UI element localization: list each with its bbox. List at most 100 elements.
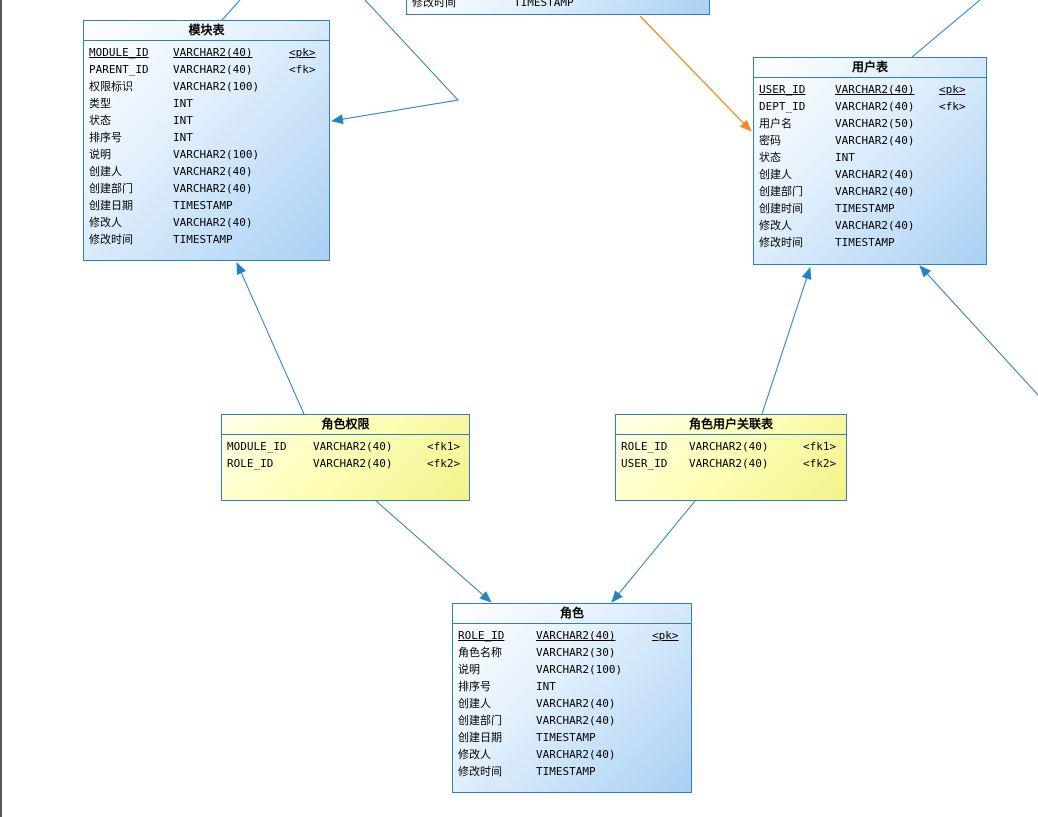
column-type: VARCHAR2(30) bbox=[536, 646, 616, 659]
column-type: TIMESTAMP bbox=[536, 731, 596, 744]
left-border bbox=[0, 0, 2, 817]
column-type: VARCHAR2(40) bbox=[313, 457, 393, 470]
column-type: VARCHAR2(40) bbox=[173, 182, 253, 195]
column-name: 用户名 bbox=[759, 117, 792, 130]
column-type: VARCHAR2(40) bbox=[536, 629, 616, 642]
column-type: VARCHAR2(100) bbox=[173, 80, 260, 93]
roleuser-role-line bbox=[611, 500, 696, 603]
column-type: INT bbox=[173, 114, 193, 127]
column-type: VARCHAR2(40) bbox=[835, 134, 915, 147]
column-name: 修改人 bbox=[458, 748, 491, 761]
roleuser-user-line bbox=[761, 267, 812, 415]
column-name: 说明 bbox=[89, 148, 111, 161]
table-row: 权限标识 VARCHAR2(100) bbox=[89, 78, 329, 95]
column-type: TIMESTAMP bbox=[514, 0, 574, 9]
column-type: TIMESTAMP bbox=[835, 202, 895, 215]
column-name: 创建日期 bbox=[458, 731, 502, 744]
column-name: DEPT_ID bbox=[759, 100, 806, 113]
table-row: 创建日期 TIMESTAMP bbox=[89, 197, 329, 214]
column-type: INT bbox=[173, 131, 193, 144]
table-row: 用户名 VARCHAR2(50) bbox=[759, 115, 986, 132]
module-self-reference-line bbox=[221, 0, 241, 21]
table-row: 修改时间 TIMESTAMP bbox=[412, 0, 709, 11]
column-key: <fk1> bbox=[427, 440, 461, 453]
column-name: 角色名称 bbox=[458, 646, 502, 659]
column-type: VARCHAR2(40) bbox=[536, 748, 616, 761]
table-title: 模块表 bbox=[84, 21, 329, 41]
column-key: <fk2> bbox=[427, 457, 461, 470]
table-title: 角色权限 bbox=[222, 415, 469, 435]
column-type: TIMESTAMP bbox=[173, 199, 233, 212]
column-type: VARCHAR2(40) bbox=[689, 457, 769, 470]
column-name: 创建日期 bbox=[89, 199, 133, 212]
column-type: VARCHAR2(40) bbox=[313, 440, 393, 453]
column-name: 状态 bbox=[89, 114, 111, 127]
roleperm-role-line bbox=[375, 500, 492, 603]
table-title: 用户表 bbox=[754, 58, 986, 78]
column-name: 状态 bbox=[759, 151, 781, 164]
column-name: 修改人 bbox=[759, 219, 792, 232]
column-name: ROLE_ID bbox=[621, 440, 668, 453]
column-name: 类型 bbox=[89, 97, 111, 110]
column-key: <fk> bbox=[289, 63, 316, 76]
column-type: VARCHAR2(50) bbox=[835, 117, 915, 130]
column-type: VARCHAR2(40) bbox=[173, 216, 253, 229]
column-key: <fk1> bbox=[803, 440, 837, 453]
column-name: 创建人 bbox=[89, 165, 122, 178]
table-row: 状态 INT bbox=[89, 112, 329, 129]
table-row: 修改人 VARCHAR2(40) bbox=[89, 214, 329, 231]
column-type: VARCHAR2(40) bbox=[835, 219, 915, 232]
table-row: 修改人 VARCHAR2(40) bbox=[458, 746, 691, 763]
column-key: <pk> bbox=[289, 46, 316, 59]
roleperm-module-line bbox=[236, 262, 305, 415]
column-type: INT bbox=[173, 97, 193, 110]
column-name: 创建人 bbox=[759, 168, 792, 181]
column-type: VARCHAR2(40) bbox=[835, 100, 915, 113]
column-type: VARCHAR2(40) bbox=[835, 83, 915, 96]
column-key: <pk> bbox=[939, 83, 966, 96]
column-name: 说明 bbox=[458, 663, 480, 676]
column-name: 密码 bbox=[759, 134, 781, 147]
table-row: 密码 VARCHAR2(40) bbox=[759, 132, 986, 149]
column-name: 创建部门 bbox=[759, 185, 803, 198]
dept-user-line bbox=[639, 15, 752, 132]
table-row: 角色名称 VARCHAR2(30) bbox=[458, 644, 691, 661]
dept-table-partial[interactable]: 修改时间 TIMESTAMP bbox=[406, 0, 710, 15]
column-name: 修改时间 bbox=[412, 0, 456, 9]
column-name: 权限标识 bbox=[89, 80, 133, 93]
column-name: 创建部门 bbox=[458, 714, 502, 727]
column-name: 修改人 bbox=[89, 216, 122, 229]
column-type: VARCHAR2(40) bbox=[689, 440, 769, 453]
table-title: 角色用户关联表 bbox=[616, 415, 846, 435]
column-name: 修改时间 bbox=[89, 233, 133, 246]
column-type: VARCHAR2(40) bbox=[536, 697, 616, 710]
table-title: 角色 bbox=[453, 604, 691, 624]
column-name: 排序号 bbox=[458, 680, 491, 693]
